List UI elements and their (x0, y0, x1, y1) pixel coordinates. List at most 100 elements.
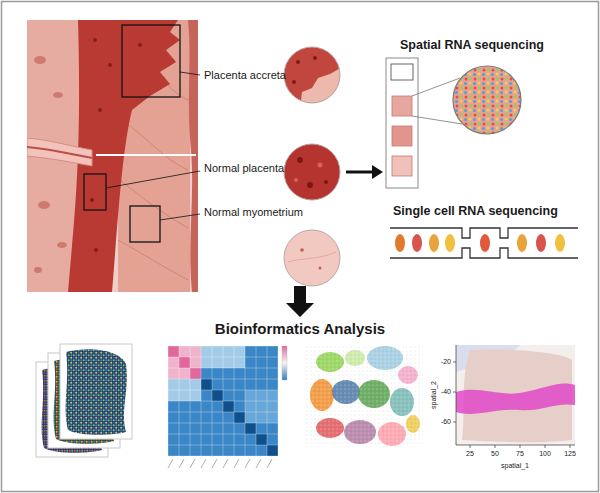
cell-channel (555, 234, 565, 252)
spatial-plot-thumbnail (453, 345, 575, 448)
tick-label: 125 (564, 450, 576, 458)
spatial-plot-thumbnail (456, 345, 575, 445)
spatial-plot-thumbnail (456, 445, 575, 446)
tissue-closeup (280, 140, 344, 204)
heatmap-thumbnail (179, 459, 184, 468)
tick-label: 50 (491, 450, 499, 458)
spatial-maps-thumbnail (66, 349, 127, 434)
flow-arrow (346, 165, 383, 179)
region-label: Placenta accreta (204, 69, 286, 82)
tissue-closeup (280, 44, 344, 290)
tissue-closeup (297, 157, 303, 163)
uterus-illustration (27, 147, 92, 158)
heatmap-thumbnail (223, 459, 228, 468)
spatial-plot-thumbnail (453, 362, 456, 363)
tick-label: -40 (441, 388, 451, 396)
spatial-slide (453, 66, 521, 134)
tissue-closeup (284, 144, 340, 200)
flow-arrow (346, 171, 373, 174)
tissue-closeup (284, 47, 340, 103)
uterus-illustration (34, 267, 42, 273)
tissue-closeup (280, 226, 344, 290)
spatial-plot-thumbnail (453, 392, 456, 393)
uterus-illustration (27, 138, 92, 166)
cell-channel (517, 234, 527, 252)
uterus-illustration (96, 154, 196, 156)
heatmap-thumbnail (168, 346, 287, 468)
spatial-plot-thumbnail (495, 445, 496, 448)
cell-channel (480, 234, 490, 252)
uterus-illustration (57, 242, 67, 248)
cell-channel (412, 234, 422, 252)
spatial-plot-thumbnail (456, 345, 457, 445)
section-heading: Bioinformatics Analysis (215, 320, 385, 337)
uterus-illustration (93, 38, 97, 42)
tissue-closeup (288, 252, 336, 262)
spatial-slide (386, 58, 524, 188)
cell-channel (429, 234, 439, 252)
region-label: Normal myometrium (204, 206, 303, 219)
leader-line (180, 72, 200, 75)
tsne-thumbnail (305, 345, 423, 447)
spatial-slide (412, 78, 460, 96)
axis-label: spatial_2 (430, 381, 438, 409)
uterus-illustration (27, 20, 198, 292)
spatial-maps-thumbnail (36, 344, 132, 457)
spatial-plot-thumbnail (520, 445, 521, 448)
spatial-maps-thumbnail (60, 344, 132, 439)
tissue-closeup (294, 178, 298, 182)
section-heading: Spatial RNA sequencing (400, 38, 544, 52)
spatial-plot-thumbnail (456, 383, 575, 414)
heatmap-thumbnail (245, 459, 250, 468)
spatial-slide (386, 58, 418, 188)
spatial-slide (391, 64, 413, 80)
uterus-illustration (53, 92, 63, 98)
tick-label: 75 (516, 450, 524, 458)
tick-label: 100 (539, 450, 551, 458)
region-label: Normal placenta (204, 162, 284, 175)
heatmap-thumbnail (212, 459, 217, 468)
heatmap-thumbnail (168, 459, 272, 468)
uterus-illustration (98, 108, 102, 112)
tissue-closeup (280, 226, 344, 290)
uterus-illustration (90, 198, 94, 202)
uterus-illustration (118, 240, 188, 280)
cell-channel (390, 228, 578, 258)
spatial-plot-thumbnail (470, 445, 471, 448)
tissue-closeup (307, 182, 313, 188)
spatial-slide (392, 96, 412, 116)
tick-label: -60 (441, 418, 451, 426)
tissue-closeup (280, 140, 344, 204)
tissue-closeup (284, 230, 340, 286)
leader-line (160, 214, 200, 220)
spatial-plot-thumbnail (453, 422, 456, 423)
axis-label: spatial_1 (501, 462, 529, 470)
spatial-slide (450, 64, 524, 138)
heatmap-thumbnail (168, 346, 278, 456)
tissue-closeup (296, 60, 300, 64)
tissue-closeup (324, 180, 328, 184)
tissue-closeup (280, 44, 344, 108)
region-box (130, 206, 160, 242)
tick-label: 25 (466, 450, 474, 458)
cell-channel (395, 234, 405, 252)
uterus-illustration (94, 248, 98, 252)
tissue-closeup (313, 56, 317, 60)
heatmap-thumbnail (267, 459, 272, 468)
heatmap-thumbnail (201, 459, 206, 468)
tissue-closeup (318, 163, 323, 168)
tissue-closeup (300, 248, 304, 252)
region-box (84, 25, 180, 242)
leader-line (106, 72, 200, 220)
uterus-illustration (122, 120, 188, 170)
spatial-slide (450, 64, 524, 138)
tissue-closeup (319, 267, 322, 270)
tissue-closeup (280, 44, 344, 108)
tick-label: -20 (441, 358, 451, 366)
heatmap-thumbnail (234, 459, 239, 468)
down-arrow (286, 286, 314, 317)
heatmap-thumbnail (190, 459, 195, 468)
